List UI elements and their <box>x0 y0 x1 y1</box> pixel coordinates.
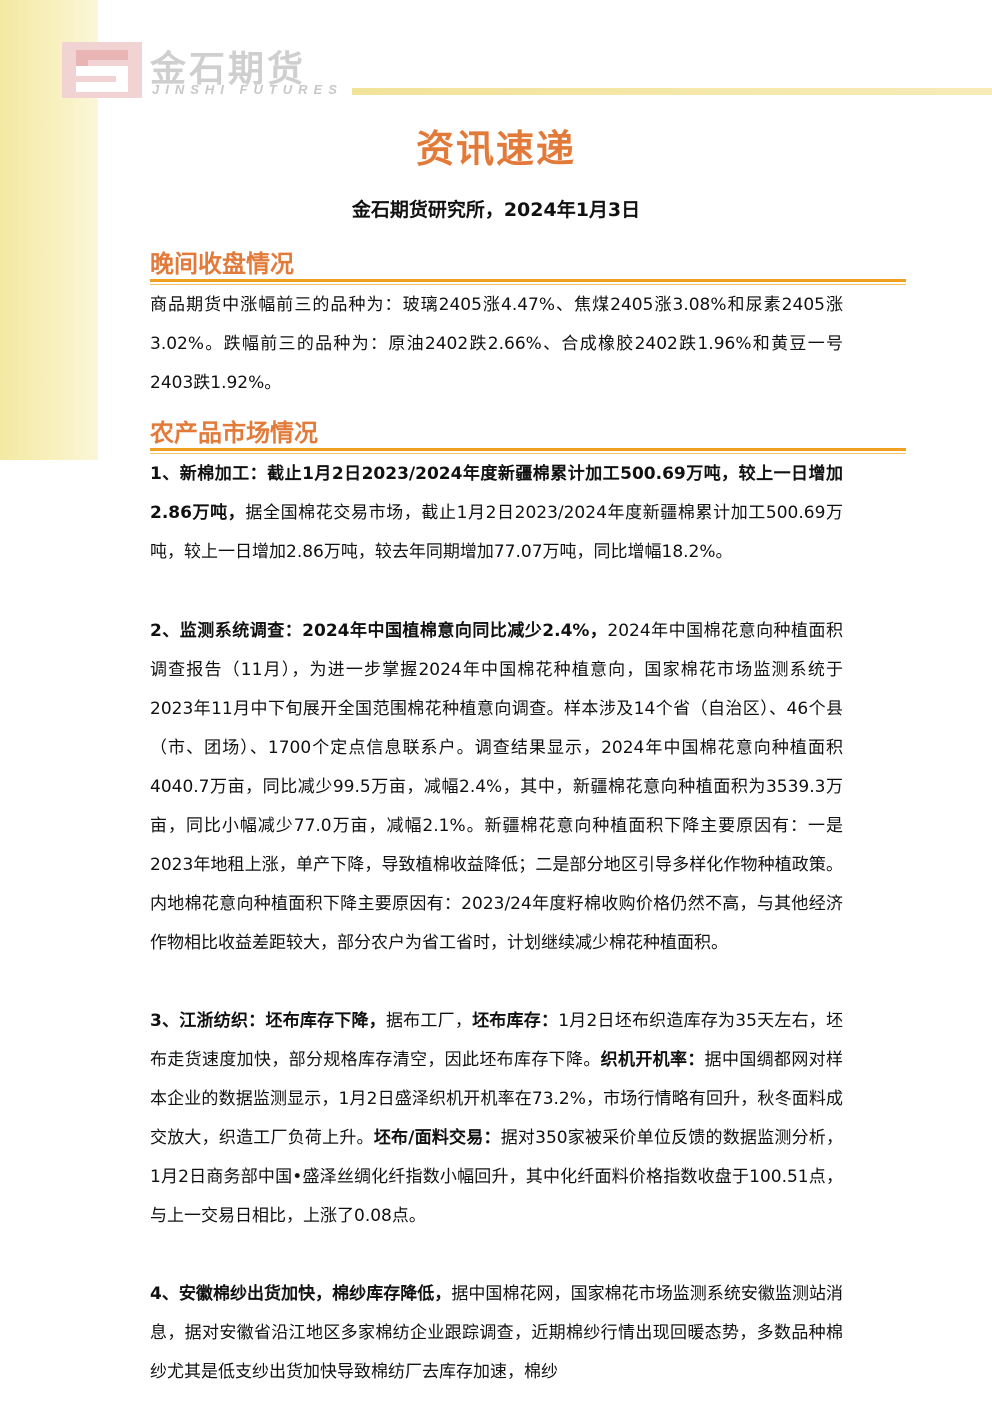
paragraph-body: 2024年中国棉花意向种植面积调查报告（11月），为进一步掌握2024年中国棉花… <box>150 621 844 953</box>
paragraph-evening-close: 商品期货中涨幅前三的品种为：玻璃2405涨4.47%、焦煤2405涨3.08%和… <box>150 295 843 393</box>
paragraph-body: 据中国绸都网对样本企业的数据监测显示，1月2日盛泽织机开机率在73.2%，市场行… <box>150 1050 844 1148</box>
section-heading-agri-market: 农产品市场情况 <box>150 419 318 447</box>
paragraph-body: 1月2日坯布织造库存为35天左右，坯布走货速度加快，部分规格库存清空，因此坯布库… <box>150 1011 844 1070</box>
paragraph-subhead: 坯布库存： <box>472 1011 559 1031</box>
section-rule <box>150 448 906 454</box>
paragraph-body: 据对350家被采价单位反馈的数据监测分析，1月2日商务部中国•盛泽丝绸化纤指数小… <box>150 1128 843 1226</box>
paragraph-jiangzhe-textile: 3、江浙纺织：坯布库存下降，据布工厂，坯布库存：1月2日坯布织造库存为35天左右… <box>150 1002 843 1236</box>
brand-name-en: JINSHI FUTURES <box>152 82 343 97</box>
paragraph-lead: 3、江浙纺织：坯布库存下降， <box>150 1011 386 1031</box>
paragraph-anhui-yarn: 4、安徽棉纱出货加快，棉纱库存降低，据中国棉花网，国家棉花市场监测系统安徽监测站… <box>150 1275 843 1392</box>
section-rule <box>150 279 906 285</box>
document-title: 资讯速递 <box>415 127 576 171</box>
paragraph-body: 据中国棉花网，国家棉花市场监测系统安徽监测站消息，据对安徽省沿江地区多家棉纺企业… <box>150 1284 844 1382</box>
paragraph-lead: 4、安徽棉纱出货加快，棉纱库存降低， <box>150 1284 452 1304</box>
paragraph-lead: 2、监测系统调查：2024年中国植棉意向同比减少2.4%， <box>150 621 608 641</box>
paragraph-body: 据布工厂， <box>385 1011 473 1031</box>
paragraph-lead: 1、新棉加工：截止1月2日2023/2024年度新疆棉累计加工500.69万吨，… <box>150 464 843 523</box>
section-heading-evening-close: 晚间收盘情况 <box>150 250 294 278</box>
paragraph-body: 据全国棉花交易市场，截止1月2日2023/2024年度新疆棉累计加工500.69… <box>150 503 843 562</box>
paragraph-subhead: 织机开机率： <box>600 1050 705 1070</box>
header-divider <box>352 88 992 95</box>
paragraph-new-cotton-processing: 1、新棉加工：截止1月2日2023/2024年度新疆棉累计加工500.69万吨，… <box>150 455 843 572</box>
jinshi-logo-icon <box>62 42 142 98</box>
paragraph-subhead: 坯布/面料交易： <box>373 1128 501 1148</box>
document-subtitle: 金石期货研究所，2024年1月3日 <box>351 199 641 221</box>
brand-name-cn: 金石期货 <box>150 49 307 90</box>
paragraph-monitoring-survey: 2、监测系统调查：2024年中国植棉意向同比减少2.4%，2024年中国棉花意向… <box>150 612 843 963</box>
